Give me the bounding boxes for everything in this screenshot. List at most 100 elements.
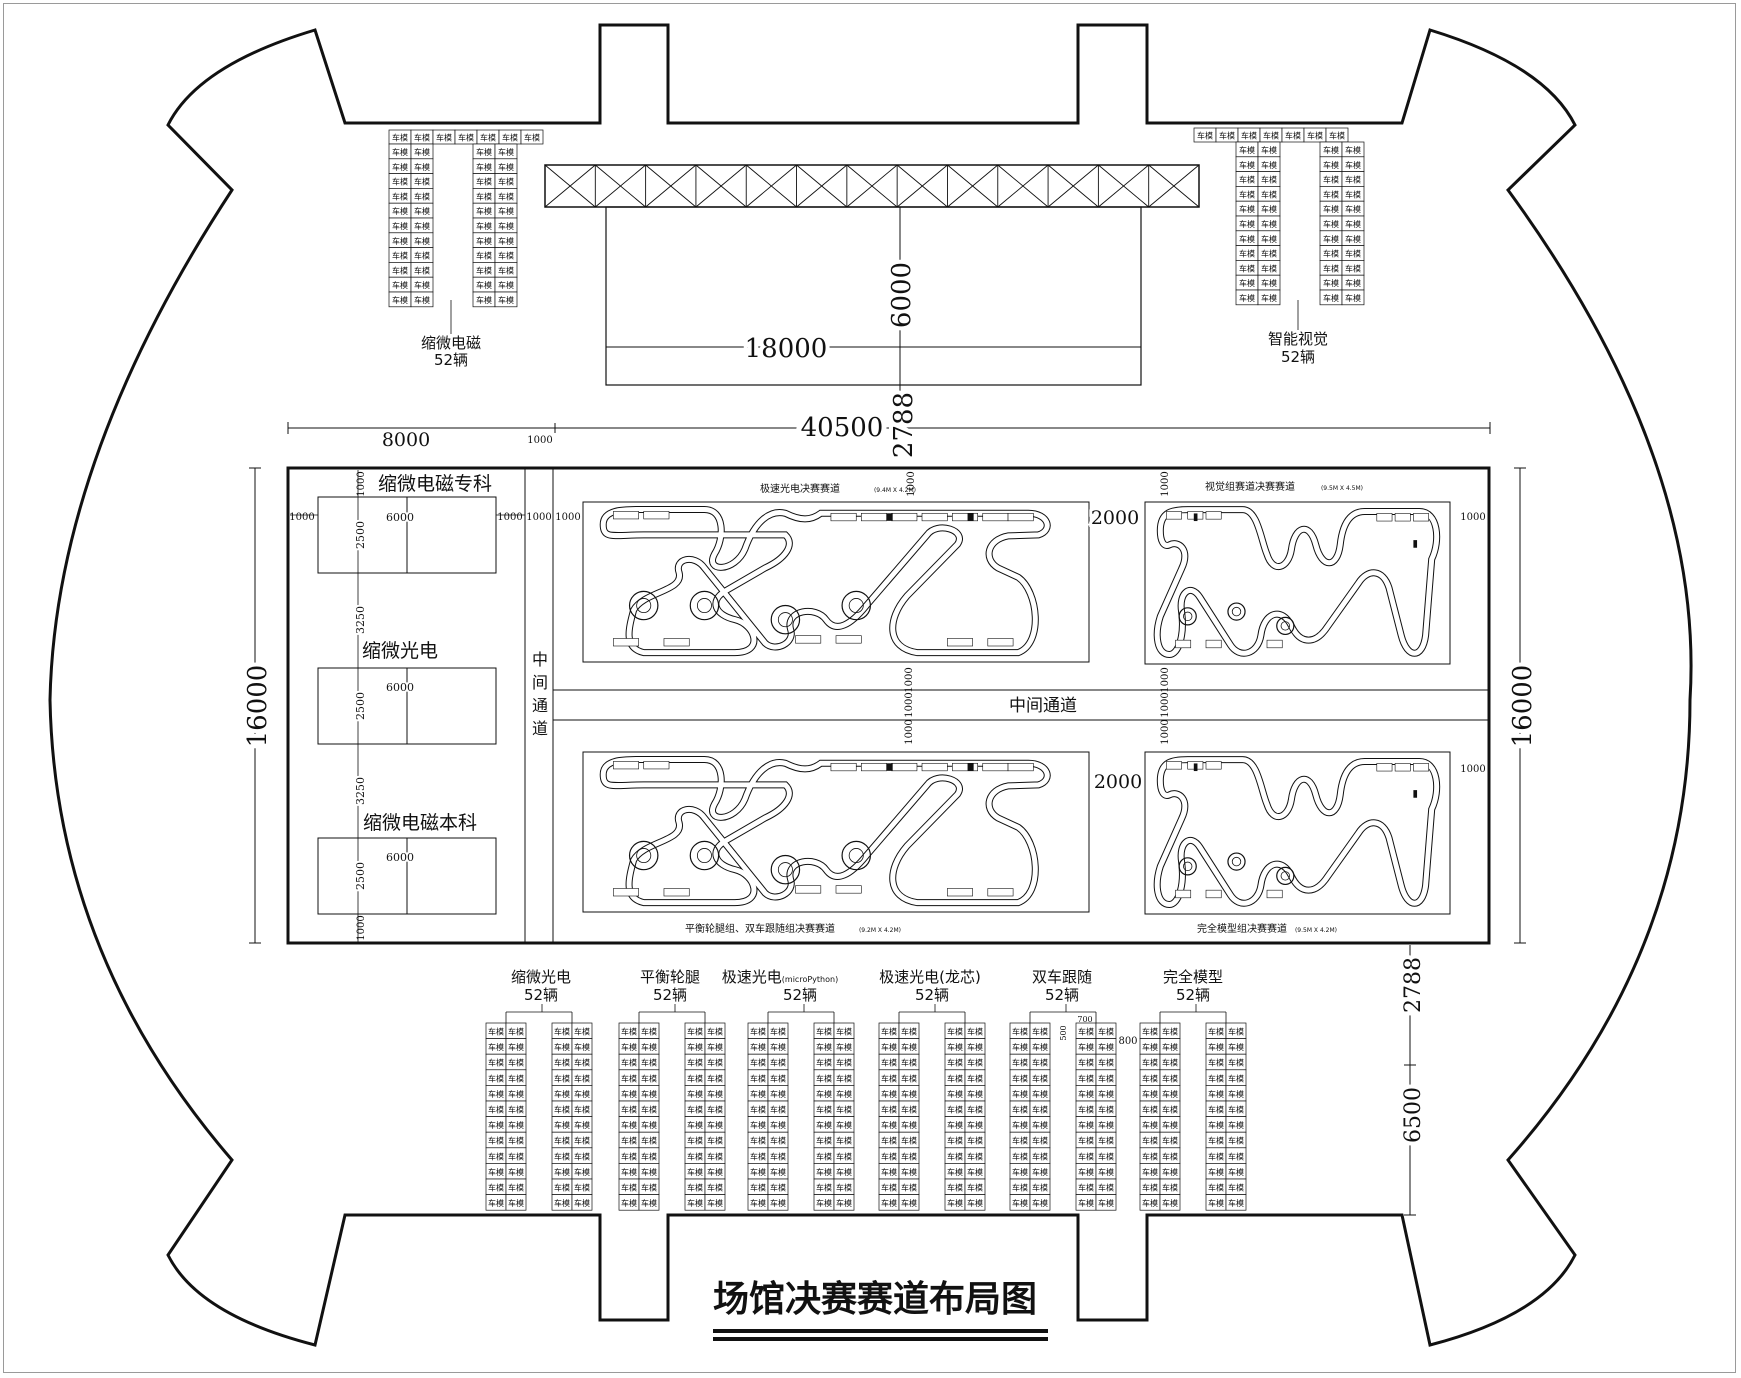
page-title: 场馆决赛赛道布局图 bbox=[713, 1279, 1037, 1320]
pit-cell-label: 车模 bbox=[641, 1120, 657, 1130]
pit-cell-label: 车模 bbox=[836, 1151, 852, 1161]
pit-cell-label: 车模 bbox=[488, 1198, 504, 1208]
pit-cell-label: 车模 bbox=[687, 1042, 703, 1052]
pit-cell-label: 车模 bbox=[1012, 1120, 1028, 1130]
pit-cell-label: 车模 bbox=[967, 1089, 983, 1099]
pit-cell-label: 车模 bbox=[508, 1167, 524, 1177]
pit-cell-label: 车模 bbox=[414, 221, 430, 231]
pit-cell-label: 车模 bbox=[488, 1027, 504, 1037]
pit-cell-label: 车模 bbox=[1162, 1183, 1178, 1193]
pit-cell-label: 车模 bbox=[476, 236, 492, 246]
practice-table-2-title: 缩微光电 bbox=[362, 640, 438, 662]
pit-cell-label: 车模 bbox=[967, 1105, 983, 1115]
pit-cell-label: 车模 bbox=[770, 1027, 786, 1037]
pit-cell-label: 车模 bbox=[621, 1198, 637, 1208]
pit-cell-label: 车模 bbox=[574, 1027, 590, 1037]
pit-cell-label: 车模 bbox=[554, 1058, 570, 1068]
pit-cell-label: 车模 bbox=[967, 1042, 983, 1052]
pit-cell-label: 车模 bbox=[488, 1151, 504, 1161]
dim-track-gap-bottom: 2000 bbox=[1094, 771, 1142, 793]
pit-cell-label: 车模 bbox=[1078, 1151, 1094, 1161]
pit-cell-label: 车模 bbox=[750, 1089, 766, 1099]
pit-cell-label: 车模 bbox=[621, 1183, 637, 1193]
pit-cell-label: 车模 bbox=[1239, 145, 1255, 155]
pit-cell bbox=[638, 1194, 660, 1211]
pit-cell-label: 车模 bbox=[1012, 1105, 1028, 1115]
pit-cell-label: 车模 bbox=[967, 1027, 983, 1037]
pit-cell-label: 车模 bbox=[967, 1151, 983, 1161]
dim-track-clear-9: 1000 bbox=[904, 719, 915, 744]
pit-cell-label: 车模 bbox=[750, 1105, 766, 1115]
pit-cell-label: 车模 bbox=[1323, 219, 1339, 229]
pit-cell-label: 车模 bbox=[707, 1105, 723, 1115]
dim-track-clear-3: 1000 bbox=[1460, 512, 1485, 523]
pit-cell-label: 车模 bbox=[1098, 1167, 1114, 1177]
pit-count-top-left: 52辆 bbox=[434, 351, 468, 369]
competition-area bbox=[286, 466, 1491, 945]
pit-cell-label: 车模 bbox=[458, 132, 474, 142]
dim-seat-c: 800 bbox=[1118, 1036, 1137, 1047]
pit-cell-label: 车模 bbox=[1078, 1058, 1094, 1068]
pit-cell-label: 车模 bbox=[476, 265, 492, 275]
pit-cell-label: 车模 bbox=[1142, 1120, 1158, 1130]
pit-cell-label: 车模 bbox=[816, 1058, 832, 1068]
pit-cell-label: 车模 bbox=[508, 1042, 524, 1052]
pit-cell-label: 车模 bbox=[498, 265, 514, 275]
pit-cell-label: 车模 bbox=[901, 1089, 917, 1099]
pit-label-bottom-2: 平衡轮腿 bbox=[640, 968, 700, 986]
pit-cell-label: 车模 bbox=[414, 206, 430, 216]
pit-cell-label: 车模 bbox=[836, 1042, 852, 1052]
pit-cell-label: 车模 bbox=[1261, 234, 1277, 244]
pit-cell-label: 车模 bbox=[1162, 1151, 1178, 1161]
dim-seat-b: 700 bbox=[1077, 1015, 1092, 1024]
track-bottom-right-caption: 完全模型组决赛赛道 bbox=[1197, 922, 1287, 935]
pit-cell-label: 车模 bbox=[574, 1073, 590, 1083]
pit-cell-label: 车模 bbox=[901, 1183, 917, 1193]
pit-cell-label: 车模 bbox=[476, 206, 492, 216]
pit-cell-label: 车模 bbox=[947, 1136, 963, 1146]
pit-cell-label: 车模 bbox=[947, 1105, 963, 1115]
pit-cell bbox=[1029, 1194, 1051, 1211]
dim-table-right-clear: 1000 bbox=[497, 512, 522, 523]
pit-cell-label: 车模 bbox=[967, 1120, 983, 1130]
pit-cell-label: 车模 bbox=[1078, 1089, 1094, 1099]
pit-cell-label: 车模 bbox=[967, 1136, 983, 1146]
pit-grid-bottom-2-a: 车模车模车模车模车模车模车模车模车模车模车模车模车模车模车模车模车模车模车模车模… bbox=[618, 1022, 660, 1211]
pit-cell-label: 车模 bbox=[1142, 1042, 1158, 1052]
pit-cell-label: 车模 bbox=[476, 221, 492, 231]
pit-cell-label: 车模 bbox=[498, 177, 514, 187]
pit-cell-label: 车模 bbox=[554, 1167, 570, 1177]
aisle-vertical-char-3: 通 bbox=[532, 696, 548, 715]
pit-cell-label: 车模 bbox=[1208, 1120, 1224, 1130]
dim-hall-width-line bbox=[287, 422, 1491, 434]
pit-grid-bottom-6-b: 车模车模车模车模车模车模车模车模车模车模车模车模车模车模车模车模车模车模车模车模… bbox=[1205, 1022, 1247, 1211]
pit-cell-label: 车模 bbox=[480, 132, 496, 142]
pit-count-bottom-6: 52辆 bbox=[1176, 986, 1210, 1004]
pit-cell-label: 车模 bbox=[1142, 1151, 1158, 1161]
pit-cell-label: 车模 bbox=[508, 1136, 524, 1146]
pit-cell-label: 车模 bbox=[1345, 204, 1361, 214]
pit-cell-label: 车模 bbox=[414, 251, 430, 261]
pit-cell-label: 车模 bbox=[1208, 1198, 1224, 1208]
pit-cell-label: 车模 bbox=[621, 1042, 637, 1052]
pit-cell bbox=[898, 1194, 920, 1211]
pit-cell-label: 车模 bbox=[1261, 204, 1277, 214]
pit-cell-label: 车模 bbox=[1261, 219, 1277, 229]
pit-cell-label: 车模 bbox=[414, 162, 430, 172]
pit-cell-label: 车模 bbox=[1208, 1183, 1224, 1193]
pit-cell-label: 车模 bbox=[488, 1105, 504, 1115]
pit-cell-label: 车模 bbox=[1261, 278, 1277, 288]
pit-cell-label: 车模 bbox=[554, 1073, 570, 1083]
pit-cell-label: 车模 bbox=[1239, 175, 1255, 185]
pit-cell-label: 车模 bbox=[392, 251, 408, 261]
pit-cell-label: 车模 bbox=[574, 1058, 590, 1068]
pit-cell-label: 车模 bbox=[621, 1105, 637, 1115]
pit-cell-label: 车模 bbox=[947, 1089, 963, 1099]
pit-count-bottom-3: 52辆 bbox=[783, 986, 817, 1004]
pit-cell-label: 车模 bbox=[436, 132, 452, 142]
track-bottom-left-caption: 平衡轮腿组、双车跟随组决赛赛道 bbox=[685, 922, 835, 935]
pit-cell-label: 车模 bbox=[1345, 249, 1361, 259]
pit-cell-label: 车模 bbox=[1098, 1151, 1114, 1161]
dim-table-top-clear: 1000 bbox=[356, 471, 367, 496]
pit-cell-label: 车模 bbox=[508, 1027, 524, 1037]
